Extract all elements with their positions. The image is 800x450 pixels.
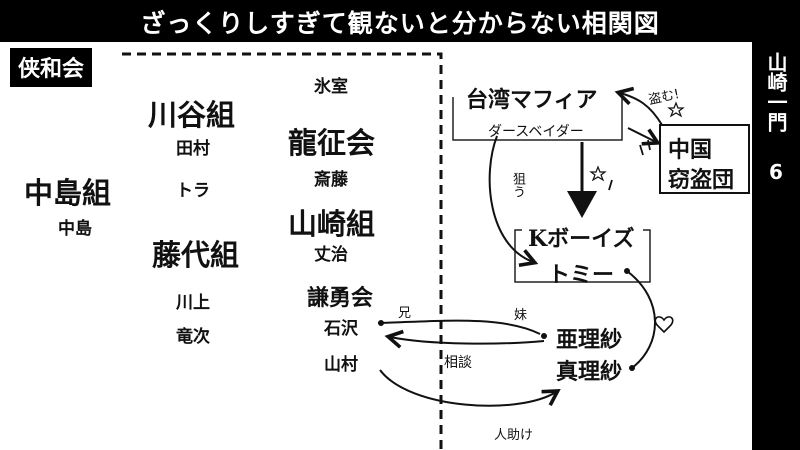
ari-sa: 亜理紗: [556, 327, 623, 353]
tora: トラ: [176, 181, 210, 201]
vader-to-china-arrow: [627, 127, 662, 146]
tamura: 田村: [176, 139, 210, 159]
himuro: 氷室: [314, 77, 348, 97]
k-boys: Kボーイズ: [528, 226, 635, 252]
mari-sa: 真理紗: [556, 359, 623, 385]
nakajima-gumi: 中島組: [24, 176, 112, 210]
china-gang-box: [659, 124, 750, 194]
help-arrow: [379, 369, 561, 407]
kyowakai-label: 侠和会: [10, 48, 93, 87]
kyowakai-boundary: [122, 52, 443, 450]
yamamura: 山村: [324, 355, 358, 375]
page-title: ざっくりしすぎて観ないと分からない相関図: [140, 9, 660, 38]
joji: 丈治: [314, 245, 348, 265]
heart-icon: [654, 316, 674, 334]
tommy: トミー: [548, 262, 615, 288]
yamazaki-gumi: 山崎組: [288, 207, 376, 241]
darth-vader: ダースベイダー: [488, 124, 584, 140]
china-gang-line1: 中国: [668, 137, 713, 163]
love-line: [626, 270, 656, 369]
sibling-line: [377, 319, 541, 335]
side-bar: [752, 42, 800, 450]
sparkle-icon: [589, 165, 607, 182]
ishizawa: 石沢: [324, 319, 358, 339]
nakajima: 中島: [58, 219, 92, 239]
taiwan-bracket: [452, 97, 623, 141]
brother-annotation: 兄: [398, 306, 412, 321]
side-number: 6: [769, 160, 783, 184]
kawakami: 川上: [176, 293, 210, 313]
steal-arrow: [614, 86, 663, 126]
exclaim-marks: [608, 139, 651, 191]
fujishiro-gumi: 藤代組: [152, 238, 240, 272]
help-annotation: 人助け: [494, 428, 534, 443]
target-arrow: [488, 135, 539, 268]
kenyukai: 謙勇会: [307, 285, 374, 311]
saito: 斎藤: [314, 170, 348, 190]
taiwan-mafia: 台湾マフィア: [466, 87, 598, 113]
side-label: 山崎一門: [764, 52, 788, 132]
target-annotation: 狙う: [510, 172, 525, 198]
ryuseikai: 龍征会: [288, 126, 376, 160]
consult-arrow: [384, 329, 545, 349]
kboys-bracket: [514, 229, 651, 283]
consult-annotation: 相談: [444, 355, 472, 371]
ryuji: 竜次: [176, 327, 210, 347]
sparkle-icon: [667, 101, 685, 118]
title-bar: [0, 0, 800, 42]
china-gang-line2: 窃盗団: [668, 167, 735, 193]
sister-annotation: 妹: [514, 308, 528, 323]
kawatani-gumi: 川谷組: [148, 98, 236, 132]
